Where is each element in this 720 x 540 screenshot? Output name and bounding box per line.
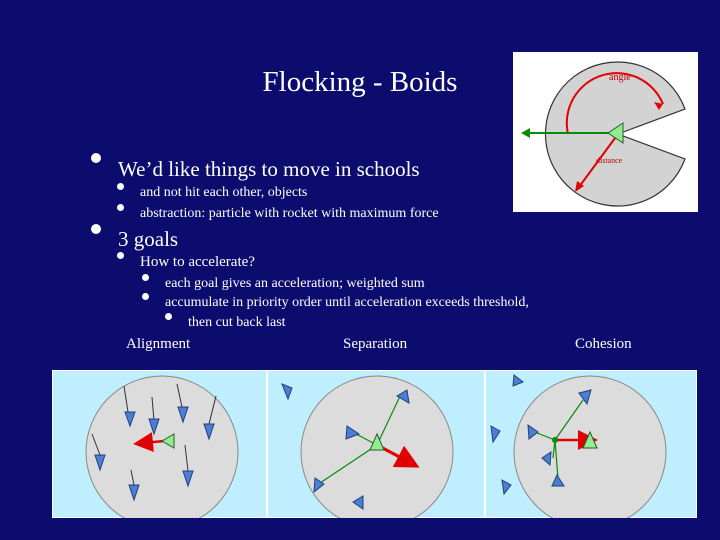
alignment-label: Alignment: [126, 336, 190, 353]
cohesion-label: Cohesion: [575, 336, 632, 353]
cohesion-panel: [485, 370, 697, 518]
bullet-2a: How to accelerate?: [140, 254, 255, 271]
center-of-mass: [552, 437, 558, 443]
bullet-2a2: accumulate in priority order until accel…: [165, 295, 529, 311]
bullet-1a-dot: [117, 183, 124, 190]
bullet-2a2i: then cut back last: [188, 315, 286, 331]
bullet-1-dot: [91, 153, 101, 163]
bullet-1: We’d like things to move in schools: [118, 157, 420, 182]
bullet-2-dot: [91, 224, 101, 234]
separation-panel: [267, 370, 485, 518]
alignment-panel: [52, 370, 267, 518]
bullet-2a1: each goal gives an acceleration; weighte…: [165, 276, 425, 292]
separation-label: Separation: [343, 336, 407, 353]
neighborhood-diagram: angle distance: [513, 52, 698, 212]
bullet-2: 3 goals: [118, 227, 178, 252]
distance-label: distance: [596, 156, 623, 165]
bullet-2a2-dot: [142, 293, 149, 300]
bullet-1a: and not hit each other, objects: [140, 185, 307, 201]
bullet-2a1-dot: [142, 274, 149, 281]
bullet-1b-dot: [117, 204, 124, 211]
bullet-2a2i-dot: [165, 313, 172, 320]
angle-label: angle: [609, 72, 631, 83]
behavior-panels: [52, 370, 697, 518]
bullet-2a-dot: [117, 252, 124, 259]
bullet-1b: abstraction: particle with rocket with m…: [140, 206, 439, 222]
